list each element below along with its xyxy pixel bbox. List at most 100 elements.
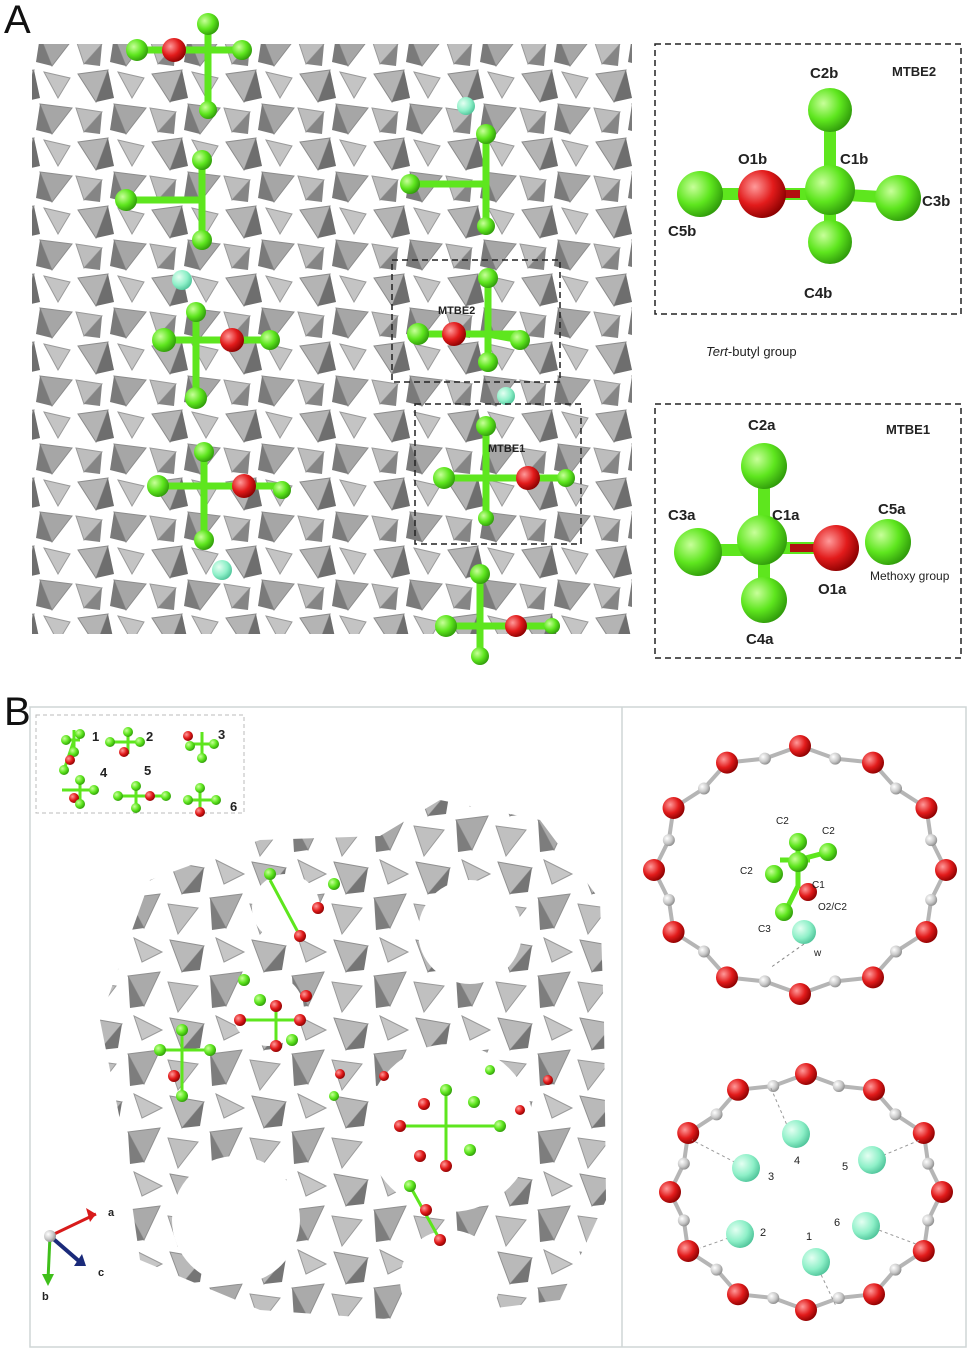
atom-label-c2b: C2b	[810, 65, 838, 82]
ring-silicon-atom	[832, 1079, 845, 1092]
ring-oxygen-atom	[643, 859, 665, 881]
ring-label-c2-top-right: C2	[822, 826, 835, 837]
axis-label-a: a	[108, 1207, 115, 1219]
ring-silicon-atom	[925, 834, 938, 847]
atom-label-c4a: C4a	[746, 631, 774, 648]
ring-oxygen-atom	[863, 1283, 885, 1306]
axis-indicator: a b c	[42, 1207, 115, 1303]
methoxy-group-label: Methoxy group	[870, 569, 950, 583]
panel-b-framework	[100, 800, 606, 1330]
atom-label-c4b: C4b	[804, 285, 832, 302]
ring-oxygen-atom	[931, 1181, 953, 1203]
mtbe1-box-label: MTBE1	[488, 443, 525, 455]
ring-silicon-atom	[829, 752, 842, 765]
ring-oxygen-atom	[716, 966, 738, 989]
ring-silicon-atom	[922, 1214, 935, 1227]
ring-silicon-atom	[697, 945, 710, 958]
ring-silicon-atom	[662, 893, 675, 906]
ring-oxygen-atom	[716, 751, 738, 774]
ring-silicon-atom	[710, 1263, 723, 1276]
ring-silicon-atom	[758, 975, 771, 988]
ring-label-c1: C1	[812, 880, 825, 891]
atom-label-c1a: C1a	[772, 507, 800, 524]
legend-number-2: 2	[146, 729, 153, 744]
site-label-4: 4	[794, 1155, 800, 1167]
panel-b-frame	[29, 706, 967, 1348]
mtbe1-selection-box	[414, 403, 582, 545]
mtbe2-selection-box	[391, 259, 561, 383]
ring-silicon-atom	[767, 1079, 780, 1092]
ring-silicon-atom	[925, 893, 938, 906]
ring-bottom: 4 3 5 2 6 1	[659, 1063, 953, 1321]
ring-label-c3: C3	[758, 924, 771, 935]
ring-silicon-atom	[758, 752, 771, 765]
legend-number-5: 5	[144, 763, 151, 778]
ring-silicon-atom	[832, 1292, 845, 1305]
ring-silicon-atom	[767, 1292, 780, 1305]
ring-oxygen-atom	[912, 1122, 935, 1144]
ring-label-c2-top-left: C2	[776, 816, 789, 827]
mtbe1-detail-title: MTBE1	[886, 422, 930, 437]
mtbe2-detail-panel: MTBE2 C2b C1b O1b C5b C3b C4b	[654, 43, 962, 315]
ring-oxygen-atom	[862, 751, 884, 774]
ring-oxygen-atom	[677, 1240, 700, 1262]
site-label-3: 3	[768, 1171, 774, 1183]
ring-oxygen-atom	[862, 966, 884, 989]
ring-label-w: w	[813, 948, 822, 959]
ring-oxygen-atom	[727, 1283, 749, 1306]
atom-label-c1b: C1b	[840, 151, 868, 168]
site-label-1: 1	[806, 1231, 812, 1243]
mtbe1-detail-panel: MTBE1 C2a C1a C3a C5a O1a C4a Methoxy gr…	[654, 403, 962, 659]
ring-silicon-atom	[889, 1108, 902, 1121]
ring-oxygen-atom	[789, 735, 811, 757]
atom-label-o1b: O1b	[738, 151, 767, 168]
mtbe2-box-label: MTBE2	[438, 305, 475, 317]
site-label-2: 2	[760, 1227, 766, 1239]
panel-a-molecules	[115, 13, 575, 665]
axis-label-c: c	[98, 1267, 104, 1279]
panel-b-molecules	[154, 868, 553, 1246]
panel-b-letter: B	[4, 690, 31, 734]
molecule-legend-inset: 1 2 3 4 5 6	[35, 714, 245, 817]
tert-butyl-label: Tert-butyl group	[706, 344, 797, 359]
atom-label-c5b: C5b	[668, 223, 696, 240]
ring-oxygen-atom	[789, 983, 811, 1005]
panel-a-framework	[32, 44, 632, 634]
ring-label-c2-left: C2	[740, 866, 753, 877]
mtbe2-detail-title: MTBE2	[892, 64, 936, 79]
atom-label-c2a: C2a	[748, 417, 776, 434]
ring-silicon-atom	[890, 782, 903, 795]
ring-top: C2 C2 C2 C1 O2/C2 C3 w	[643, 735, 957, 1005]
ring-silicon-atom	[710, 1108, 723, 1121]
ring-silicon-atom	[677, 1214, 690, 1227]
water-sites	[691, 1085, 921, 1307]
ring-oxygen-atom	[677, 1122, 700, 1144]
ring-oxygen-atom	[915, 797, 938, 819]
site-label-5: 5	[842, 1161, 848, 1173]
ring-silicon-atom	[922, 1157, 935, 1170]
ring-silicon-atom	[662, 834, 675, 847]
ring-oxygen-atom	[659, 1181, 681, 1203]
ring-silicon-atom	[697, 782, 710, 795]
ring-oxygen-atom	[727, 1078, 749, 1101]
legend-number-4: 4	[100, 765, 108, 780]
ring-label-o2c2: O2/C2	[818, 902, 847, 913]
ring-oxygen-atom	[915, 921, 938, 943]
ring-oxygen-atom	[912, 1240, 935, 1262]
legend-number-3: 3	[218, 727, 225, 742]
atom-label-o1a: O1a	[818, 581, 847, 598]
legend-number-6: 6	[230, 799, 237, 814]
ring-oxygen-atom	[795, 1063, 817, 1085]
ring-oxygen-atom	[662, 797, 685, 819]
ring-oxygen-atom	[662, 921, 685, 943]
atom-label-c3b: C3b	[922, 193, 950, 210]
ring-silicon-atom	[890, 945, 903, 958]
tert-butyl-label-em: Tert	[706, 344, 729, 359]
atom-label-c3a: C3a	[668, 507, 696, 524]
ring-silicon-atom	[677, 1157, 690, 1170]
panel-a-letter: A	[4, 0, 31, 42]
legend-number-1: 1	[92, 729, 99, 744]
ring-silicon-atom	[889, 1263, 902, 1276]
atom-label-c5a: C5a	[878, 501, 906, 518]
